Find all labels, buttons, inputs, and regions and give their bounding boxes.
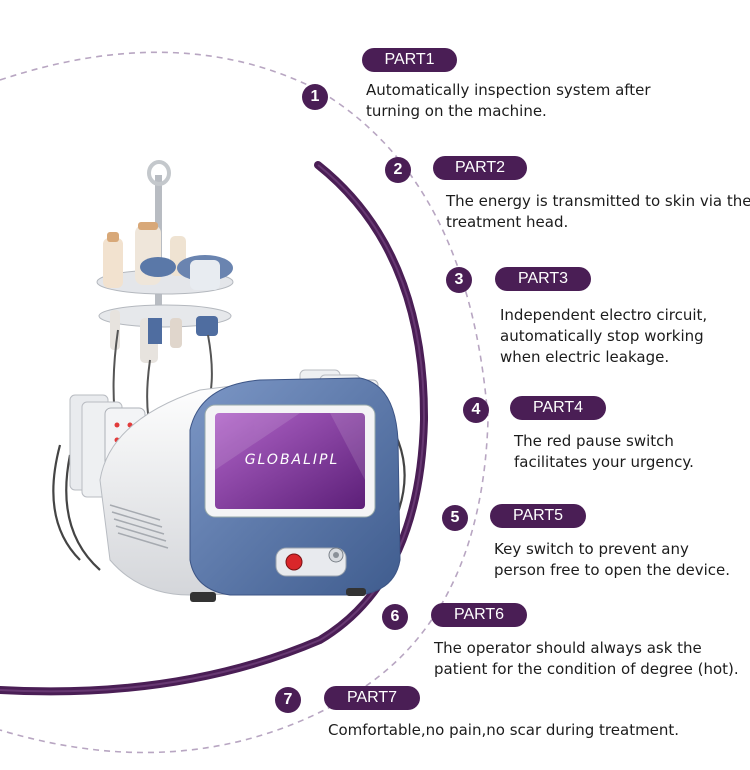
part-description-4: The red pause switch facilitates your ur…: [514, 431, 694, 473]
part-label-2: PART2: [433, 156, 527, 180]
step-number-5: 5: [442, 505, 468, 531]
step-number-6: 6: [382, 604, 408, 630]
dashed-circle: [0, 51, 489, 754]
description-line: person free to open the device.: [494, 561, 730, 579]
part-label-6: PART6: [431, 603, 527, 627]
part-label-3: PART3: [495, 267, 591, 291]
description-line: Automatically inspection system after: [366, 81, 651, 99]
step-number-4: 4: [463, 397, 489, 423]
description-line: The red pause switch: [514, 432, 674, 450]
step-number-7: 7: [275, 687, 301, 713]
description-line: Comfortable,no pain,no scar during treat…: [328, 721, 680, 739]
part-label-5: PART5: [490, 504, 586, 528]
description-line: The operator should always ask the: [434, 639, 702, 657]
part-description-3: Independent electro circuit, automatical…: [500, 305, 707, 368]
screen-logo: GLOBALIPL: [244, 452, 340, 468]
description-line: facilitates your urgency.: [514, 453, 694, 471]
part-description-2: The energy is transmitted to skin via th…: [446, 191, 750, 233]
device-illustration: [52, 160, 406, 602]
description-line: The energy is transmitted to skin via th…: [446, 192, 750, 210]
description-line: Independent electro circuit,: [500, 306, 708, 324]
part-description-1: Automatically inspection system after tu…: [366, 80, 651, 122]
description-line: turning on the machine.: [366, 102, 547, 120]
part-description-7: Comfortable,no pain,no scar during treat…: [328, 720, 679, 741]
description-line: automatically stop working: [500, 327, 704, 345]
part-label-4: PART4: [510, 396, 606, 420]
step-number-2: 2: [385, 157, 411, 183]
step-number-1: 1: [302, 84, 328, 110]
description-line: treatment head.: [446, 213, 569, 231]
part-description-5: Key switch to prevent any person free to…: [494, 539, 730, 581]
description-line: patient for the condition of degree (hot…: [434, 660, 739, 678]
step-number-3: 3: [446, 267, 472, 293]
description-line: Key switch to prevent any: [494, 540, 689, 558]
part-description-6: The operator should always ask the patie…: [434, 638, 739, 680]
description-line: when electric leakage.: [500, 348, 670, 366]
part-label-7: PART7: [324, 686, 420, 710]
part-label-1: PART1: [362, 48, 457, 72]
